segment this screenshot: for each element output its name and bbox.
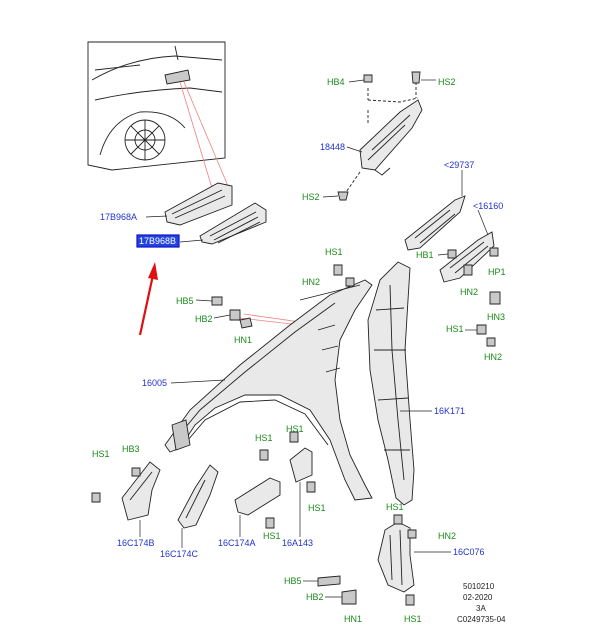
label-16C174B: 16C174B <box>117 538 155 548</box>
label-hs1-e: HS1 <box>286 424 304 434</box>
label-hb2-a: HB2 <box>195 314 213 324</box>
label-hn2-d: HN2 <box>438 531 456 541</box>
part-18448-bracket <box>343 82 423 196</box>
fasteners-mid-left <box>195 264 355 329</box>
label-hs1-b: HS1 <box>446 324 464 334</box>
doc-info-line3: 3A <box>476 604 486 613</box>
part-17B968B-vent <box>179 202 267 245</box>
label-hn1-a: HN1 <box>234 335 252 345</box>
label-hn3: HN3 <box>487 312 505 322</box>
label-hs2-top: HS2 <box>438 77 456 87</box>
label-hs1-f: HS1 <box>263 531 281 541</box>
label-hb1: HB1 <box>416 250 434 260</box>
label-17B968B: 17B968B <box>139 236 176 246</box>
label-hb2-b: HB2 <box>306 592 324 602</box>
label-16160: <16160 <box>473 201 503 211</box>
label-hs1-c: HS1 <box>92 449 110 459</box>
label-hb4: HB4 <box>327 77 345 87</box>
label-hs1-h: HS1 <box>404 614 422 624</box>
part-16C174A-bracket <box>234 449 281 537</box>
label-hp1: HP1 <box>488 267 506 277</box>
label-hs1-g: HS1 <box>308 503 326 513</box>
label-18448: 18448 <box>320 142 345 152</box>
label-16C174C: 16C174C <box>160 549 199 559</box>
label-hn2-c: HN2 <box>484 352 502 362</box>
part-16C174B-bracket <box>91 461 161 537</box>
part-17B968A-vent <box>145 182 233 226</box>
label-hn2-a: HN2 <box>302 277 320 287</box>
part-16K171-liner <box>367 261 432 506</box>
label-16K171: 16K171 <box>434 406 465 416</box>
doc-info-line1: 5010210 <box>463 582 495 591</box>
red-pointer-arrow <box>138 262 158 336</box>
label-29737: <29737 <box>444 160 474 170</box>
part-16A143-bracket <box>289 431 316 537</box>
label-16C174A: 16C174A <box>218 538 256 548</box>
label-hb3: HB3 <box>122 444 140 454</box>
label-hs2-mid: HS2 <box>302 192 320 202</box>
part-29737-bracket <box>404 170 466 251</box>
label-hs1-a: HS1 <box>325 247 343 257</box>
part-16160-bracket <box>437 209 501 347</box>
label-16A143: 16A143 <box>282 538 313 548</box>
label-hs1-i: HS1 <box>386 502 404 512</box>
part-16C076-bracket <box>303 514 451 606</box>
label-hs1-d: HS1 <box>255 433 273 443</box>
callout-lines <box>179 81 301 326</box>
label-16005: 16005 <box>142 378 167 388</box>
part-16005-fender <box>164 279 373 501</box>
label-16C076: 16C076 <box>453 547 485 557</box>
label-hn2-b: HN2 <box>460 287 478 297</box>
doc-info-line2: 02-2020 <box>463 593 493 602</box>
vehicle-inset <box>87 41 226 171</box>
highlight-box <box>136 234 180 248</box>
fasteners-top <box>322 71 436 201</box>
label-hn1-b: HN1 <box>344 614 362 624</box>
doc-info-line4: C0249735-04 <box>457 615 506 624</box>
label-hb5-a: HB5 <box>176 296 194 306</box>
part-16C174C-bracket <box>177 464 219 548</box>
label-hb5-b: HB5 <box>284 576 302 586</box>
label-17B968A: 17B968A <box>100 212 137 222</box>
